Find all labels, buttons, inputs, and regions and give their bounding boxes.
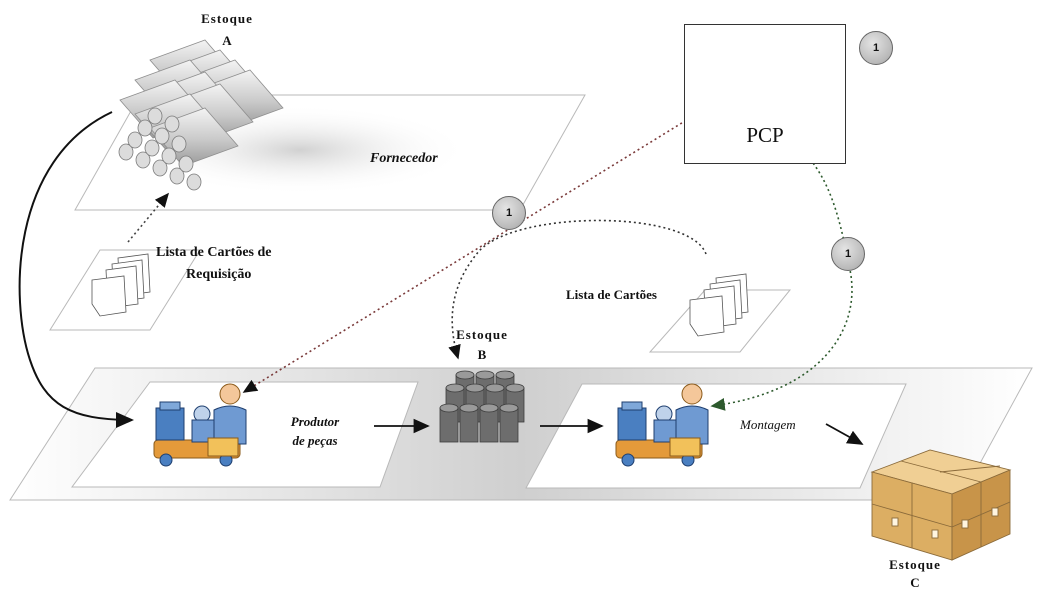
stock-c-boxes <box>870 449 1012 561</box>
supplier-label: Fornecedor <box>370 151 438 166</box>
pcp-box: PCP <box>684 24 846 164</box>
requisition-cards-stack <box>91 253 151 317</box>
cards-list-label: Lista de Cartões <box>566 287 657 302</box>
stock-a-letter: A <box>222 33 232 48</box>
assembly-label: Montagem <box>740 417 796 432</box>
step-badge-pcp: 1 <box>859 31 893 65</box>
step-badge-right: 1 <box>831 237 865 271</box>
stock-c-title: Estoque <box>889 557 941 572</box>
parts-producer-worker-icon <box>153 383 247 467</box>
cards-list-stack <box>689 273 749 337</box>
parts-producer-label: Produtor <box>290 414 340 429</box>
pcp-label: PCP <box>746 123 784 147</box>
stock-b-letter: B <box>477 347 487 362</box>
stock-b-cylinders <box>439 370 525 443</box>
pcp-to-assembly-arrow <box>710 141 853 411</box>
requisition-cards-label: Lista de Cartões de <box>156 245 272 260</box>
requisition-cards-label-2: Requisição <box>186 267 252 282</box>
stock-c-letter: C <box>910 575 920 590</box>
stock-a-title: Estoque <box>201 11 253 26</box>
pcp-to-producer-arrow <box>242 101 717 393</box>
cards-to-stock-b-arrow <box>448 219 707 360</box>
assembly-worker-icon <box>615 383 709 467</box>
stock-b-title: Estoque <box>456 327 508 342</box>
supply-loop-arrow <box>18 111 134 428</box>
requisition-link-arrow <box>127 192 170 243</box>
assembly-to-stock-c-arrow <box>825 423 864 445</box>
pipes-stock-a <box>118 39 284 191</box>
parts-producer-label-2: de peças <box>292 433 338 448</box>
step-badge-middle: 1 <box>492 196 526 230</box>
